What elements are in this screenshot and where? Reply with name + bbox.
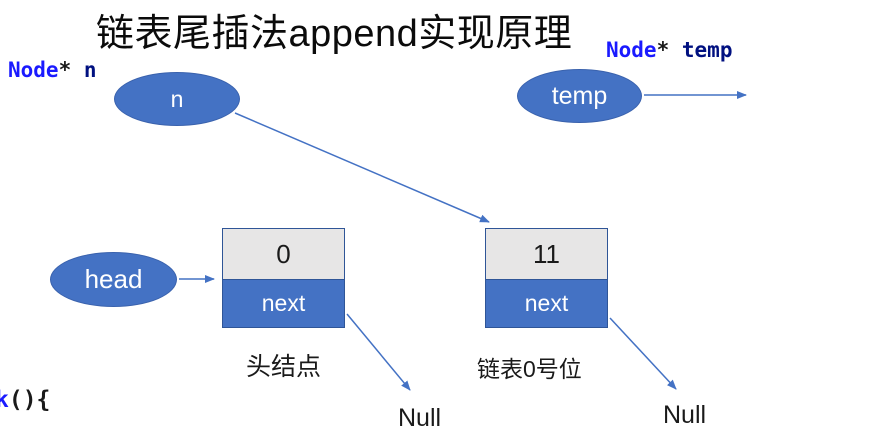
code-keyword: Node [8, 58, 59, 82]
node-next-cell: next [486, 279, 607, 327]
code-variable: temp [681, 38, 733, 62]
code-punct: (){ [8, 387, 51, 413]
node-value-cell: 0 [223, 229, 344, 279]
pointer-ellipse-temp: temp [517, 69, 642, 123]
pointer-label-head: head [84, 264, 143, 294]
connector-node0-next-to-null [609, 317, 677, 390]
node-box-head: 0 next [222, 228, 345, 328]
code-keyword: Node [606, 38, 657, 62]
declaration-node-temp: Node* temp [606, 38, 733, 62]
code-gap [669, 38, 682, 62]
code-star: * [656, 38, 670, 62]
code-name-tail: k [0, 387, 9, 413]
pointer-label-temp: temp [551, 81, 608, 110]
slide-title: 链表尾插法append实现原理 [96, 13, 573, 55]
code-star: * [58, 58, 72, 82]
pointer-ellipse-n: n [114, 72, 240, 126]
connector-headnode-next-to-null [346, 313, 411, 391]
declaration-node-n: Node* n [8, 58, 97, 82]
node-value-cell: 11 [486, 229, 607, 279]
caption-position0: 链表0号位 [477, 356, 582, 382]
null-label-head-node: Null [398, 404, 442, 432]
connector-n-to-node0 [234, 112, 490, 223]
null-label-position0: Null [663, 401, 707, 429]
node-box-position0: 11 next [485, 228, 608, 328]
code-fragment-cutoff: k(){ [0, 387, 51, 413]
caption-head-node: 头结点 [245, 353, 321, 381]
node-next-cell: next [223, 279, 344, 327]
pointer-label-n: n [170, 85, 184, 112]
pointer-ellipse-head: head [50, 252, 177, 307]
code-gap [71, 58, 84, 82]
code-variable: n [83, 58, 97, 82]
